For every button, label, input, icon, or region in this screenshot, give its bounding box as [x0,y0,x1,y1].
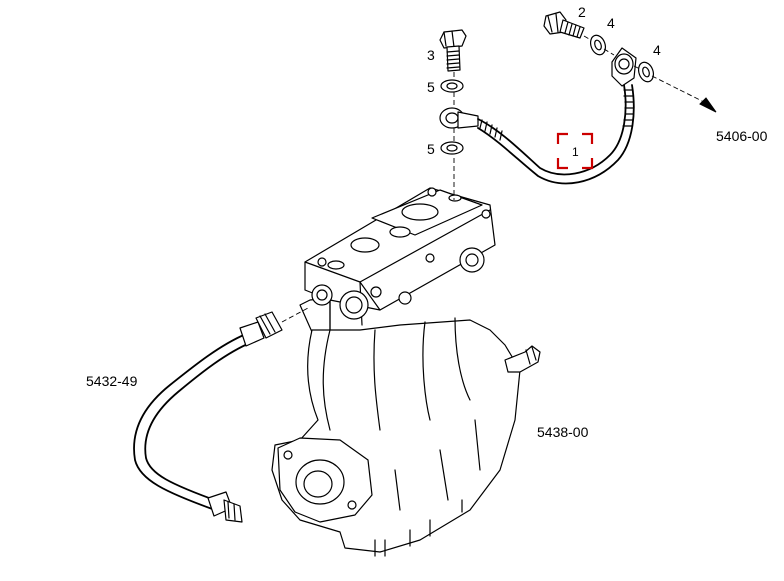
upper-pipe-assembly [439,47,637,185]
callout-4-left: 4 [607,15,615,31]
lower-pipe-assembly [133,307,309,523]
bolt-3-stack [439,29,467,155]
callout-3: 3 [427,47,435,63]
part-highlight-box: 1 [556,132,594,170]
callout-2: 2 [578,4,586,20]
callout-5-upper: 5 [427,79,435,95]
callout-1: 1 [572,145,579,159]
reference-5438-00: 5438-00 [537,424,589,440]
reference-5432-49: 5432-49 [86,373,138,389]
reference-5406-00: 5406-00 [716,128,768,144]
bolt-2-stack [543,11,717,113]
callout-4-right: 4 [653,42,661,58]
callout-5-lower: 5 [427,141,435,157]
highlight-corners [556,132,594,170]
air-compressor [271,158,541,557]
